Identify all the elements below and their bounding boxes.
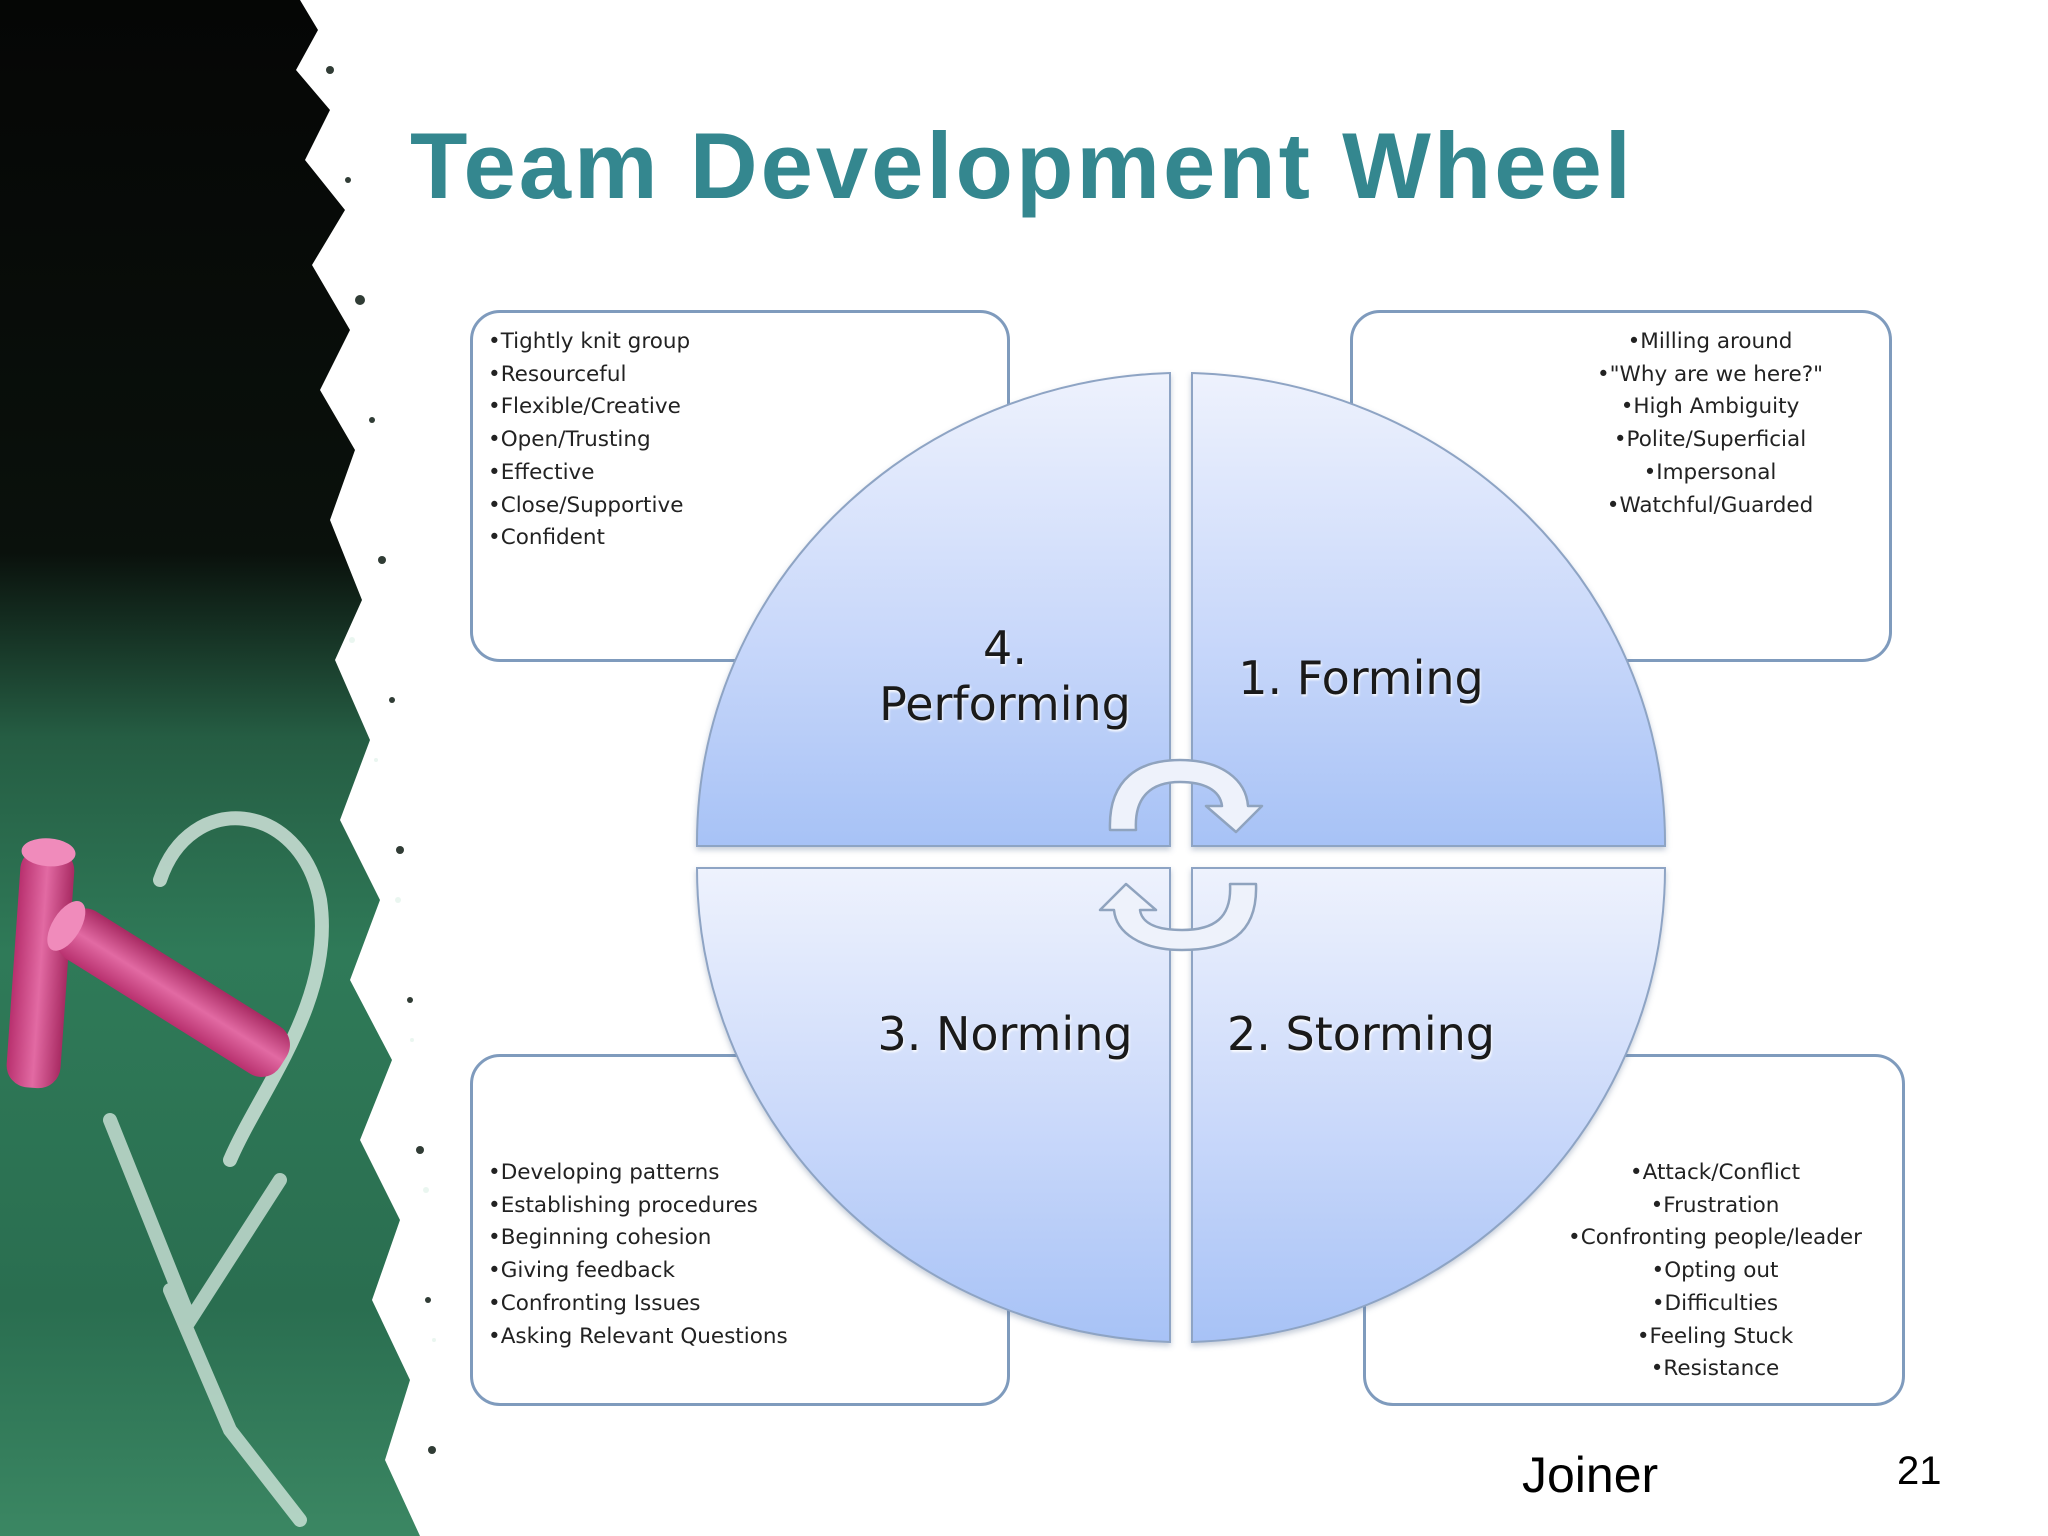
storming-label: 2. Storming xyxy=(1227,1007,1495,1061)
list-item: Confronting Issues xyxy=(488,1288,788,1321)
list-item: Frustration xyxy=(1560,1190,1870,1223)
list-item: Asking Relevant Questions xyxy=(488,1321,788,1354)
list-item: Resourceful xyxy=(488,359,690,392)
list-item: Confident xyxy=(488,522,690,555)
forming-label: 1. Forming xyxy=(1238,651,1484,705)
list-item: Flexible/Creative xyxy=(488,391,690,424)
norming-label: 3. Norming xyxy=(877,1007,1133,1061)
quadrant-performing xyxy=(695,371,1171,847)
performing-label-text: Performing xyxy=(879,677,1131,731)
list-item: "Why are we here?" xyxy=(1560,359,1860,392)
list-item: Open/Trusting xyxy=(488,424,690,457)
storming-traits-list: Attack/Conflict Frustration Confronting … xyxy=(1560,1157,1870,1386)
list-item: Watchful/Guarded xyxy=(1560,490,1860,523)
list-item: Resistance xyxy=(1560,1353,1870,1386)
norming-traits-list: Developing patterns Establishing procedu… xyxy=(488,1157,788,1353)
performing-label-number: 4. xyxy=(983,621,1027,675)
quadrant-forming xyxy=(1191,371,1667,847)
list-item: Feeling Stuck xyxy=(1560,1321,1870,1354)
list-item: Attack/Conflict xyxy=(1560,1157,1870,1190)
list-item: Confronting people/leader xyxy=(1560,1222,1870,1255)
cycle-arrow-icon xyxy=(1098,758,1264,952)
list-item: Difficulties xyxy=(1560,1288,1870,1321)
list-item: Opting out xyxy=(1560,1255,1870,1288)
list-item: High Ambiguity xyxy=(1560,391,1860,424)
performing-traits-list: Tightly knit group Resourceful Flexible/… xyxy=(488,326,690,555)
list-item: Establishing procedures xyxy=(488,1190,788,1223)
list-item: Milling around xyxy=(1560,326,1860,359)
list-item: Impersonal xyxy=(1560,457,1860,490)
list-item: Giving feedback xyxy=(488,1255,788,1288)
list-item: Developing patterns xyxy=(488,1157,788,1190)
list-item: Effective xyxy=(488,457,690,490)
list-item: Beginning cohesion xyxy=(488,1222,788,1255)
forming-traits-list: Milling around "Why are we here?" High A… xyxy=(1560,326,1860,522)
list-item: Close/Supportive xyxy=(488,490,690,523)
slide-number: 21 xyxy=(1897,1449,1942,1493)
quadrant-norming xyxy=(695,867,1171,1344)
list-item: Tightly knit group xyxy=(488,326,690,359)
quadrant-storming xyxy=(1191,867,1667,1344)
performing-label: 4. Performing xyxy=(840,620,1170,732)
chalkboard-decoration xyxy=(0,0,436,1536)
slide-title: Team Development Wheel xyxy=(410,113,1634,218)
list-item: Polite/Superficial xyxy=(1560,424,1860,457)
footer-author: Joiner xyxy=(1522,1447,1659,1503)
